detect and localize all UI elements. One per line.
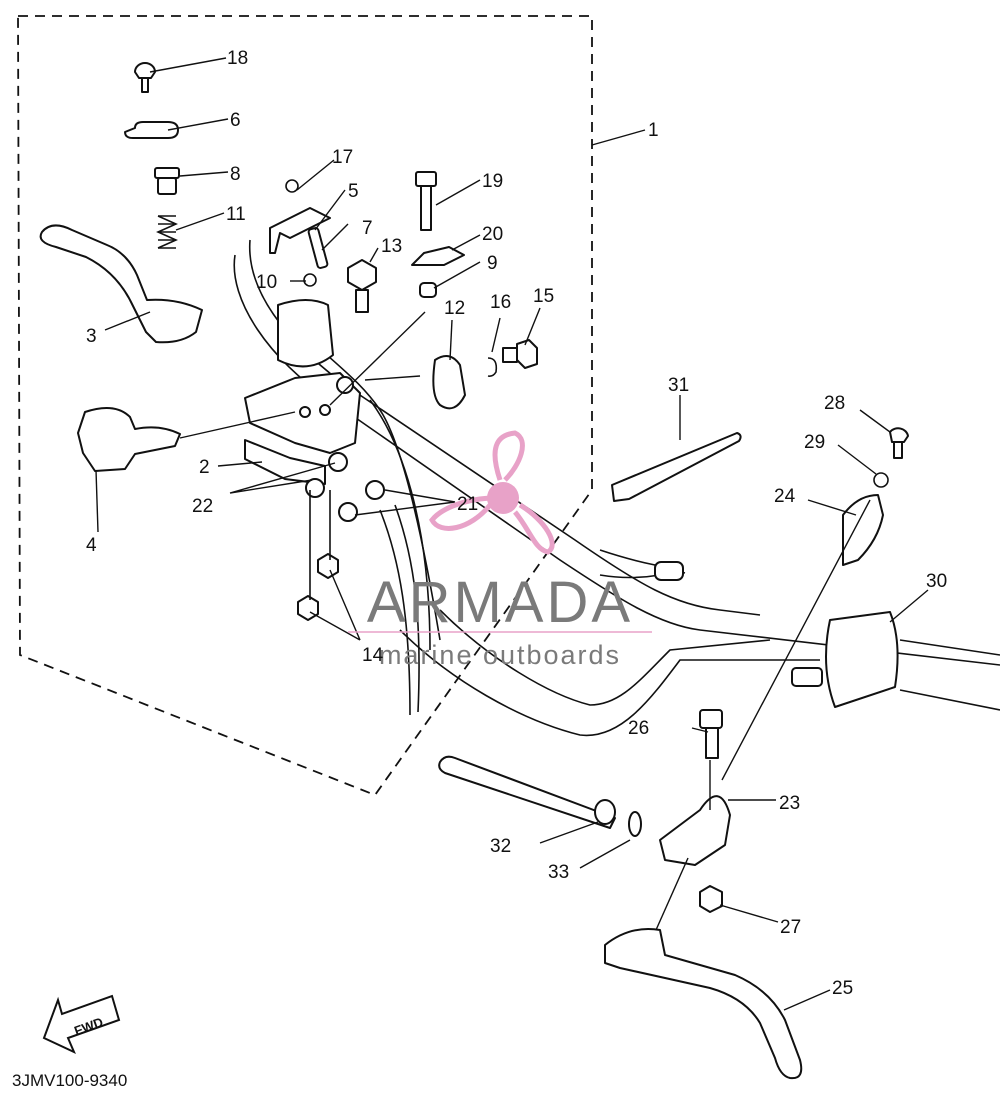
callout-28: 28 (824, 393, 845, 414)
part-5-reservoir-cap (269, 207, 331, 254)
part-30-switch (791, 611, 899, 708)
part-18-screw (134, 62, 156, 93)
callout-14: 14 (362, 645, 384, 666)
callout-29: 29 (804, 432, 825, 453)
callout-33: 33 (548, 862, 569, 883)
part-cable (438, 755, 616, 829)
part-9-cap (419, 282, 437, 298)
callout-6: 6 (230, 110, 241, 131)
part-8-pivot-bolt (154, 167, 180, 195)
part-10-clip (303, 273, 317, 287)
callout-labels: 1 2 3 4 5 6 7 8 9 10 11 12 13 14 15 16 1… (86, 48, 947, 999)
part-23-holder (659, 795, 731, 866)
callout-16: 16 (490, 292, 511, 313)
part-14-nuts (297, 490, 339, 621)
part-17-clip (285, 179, 299, 193)
part-15-bolt (502, 339, 538, 369)
callout-25: 25 (832, 978, 853, 999)
callout-26: 26 (628, 718, 649, 739)
callout-8: 8 (230, 164, 241, 185)
wire-harness (599, 549, 686, 581)
armada-watermark: ARMADA marine outboards (348, 430, 652, 670)
part-19-bolt (415, 171, 437, 231)
part-16-washer (487, 357, 498, 377)
propeller-logo-icon (429, 430, 555, 555)
part-24-clamp (842, 494, 884, 566)
watermark-tagline: marine outboards (379, 640, 621, 670)
part-25-clutch-lever (604, 928, 803, 1080)
part-26-bolt (699, 709, 723, 759)
callout-32: 32 (490, 836, 511, 857)
part-20-clamp (411, 246, 465, 266)
callout-7: 7 (362, 218, 373, 239)
callout-15: 15 (533, 286, 554, 307)
part-32-adjuster (594, 799, 616, 825)
callout-10: 10 (256, 272, 277, 293)
callout-13: 13 (381, 236, 402, 257)
callout-24: 24 (774, 486, 796, 507)
callout-31: 31 (668, 375, 689, 396)
callout-9: 9 (487, 253, 498, 274)
propeller-hub-icon (487, 482, 519, 514)
callout-18: 18 (227, 48, 248, 69)
watermark-brand: ARMADA (367, 570, 633, 635)
callout-30: 30 (926, 571, 947, 592)
callout-5: 5 (348, 181, 359, 202)
callout-1: 1 (648, 120, 659, 141)
callout-20: 20 (482, 224, 503, 245)
callout-11: 11 (226, 204, 246, 225)
callout-22: 22 (192, 496, 213, 517)
part-6-plate (124, 121, 179, 139)
part-28-screw (889, 427, 909, 459)
part-3-brake-lever (39, 224, 203, 344)
callout-17: 17 (332, 147, 353, 168)
part-33-nut (628, 811, 642, 837)
brake-hose (299, 329, 441, 716)
part-13-bolt (347, 259, 377, 313)
callout-2: 2 (199, 457, 210, 478)
part-7-pin (307, 227, 329, 269)
callout-23: 23 (779, 793, 800, 814)
part-2-master-cylinder (244, 299, 361, 485)
callout-27: 27 (780, 917, 801, 938)
callout-3: 3 (86, 326, 97, 347)
part-27-nut (699, 885, 723, 913)
part-21-fittings (338, 480, 385, 522)
callout-12: 12 (444, 298, 465, 319)
handlebar (233, 239, 1000, 737)
callout-19: 19 (482, 171, 503, 192)
diagram-code: 3JMV100-9340 (12, 1071, 127, 1090)
part-4-bracket (77, 407, 181, 472)
part-31-cable-tie (611, 432, 742, 502)
leader-lines (95, 57, 929, 1011)
part-11-spring (156, 215, 178, 249)
part-12-holder (432, 355, 466, 410)
fwd-arrow-icon: FWD (42, 994, 121, 1055)
callout-4: 4 (86, 535, 97, 556)
part-29-washer (873, 472, 889, 488)
assembly-boundary-dashed (17, 15, 593, 797)
callout-21: 21 (457, 494, 478, 515)
